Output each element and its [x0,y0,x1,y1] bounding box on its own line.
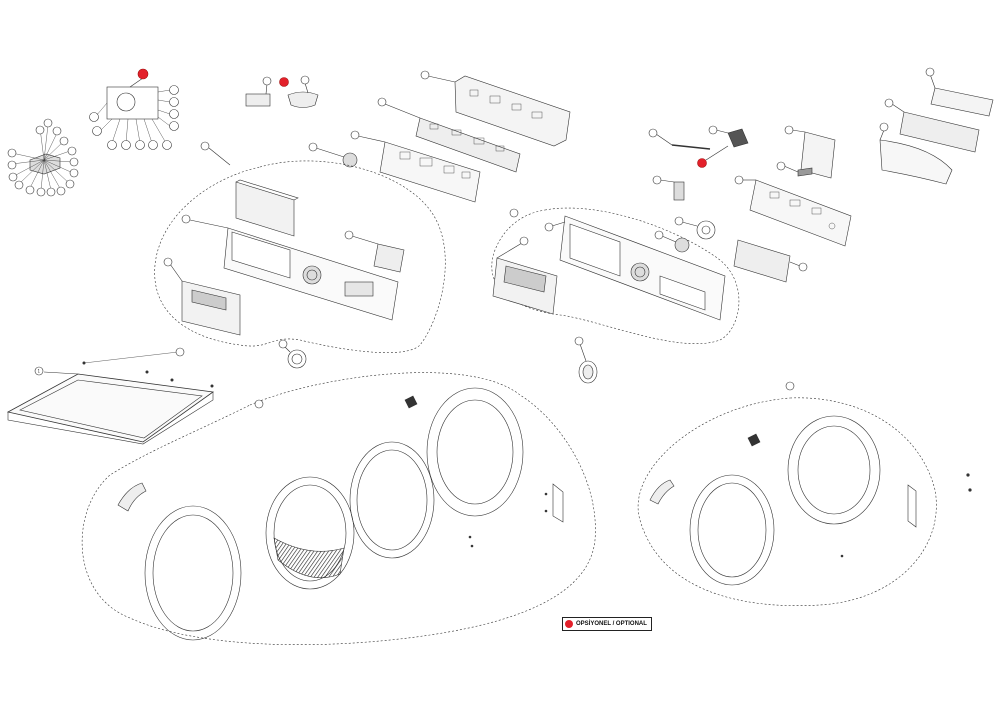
top-cover [6,347,215,445]
door-group-left [81,372,596,645]
module-box [89,68,179,150]
knob-right [574,336,598,384]
knob-left [278,339,307,369]
optional-marker-icon [565,620,573,628]
left-panel-group [154,141,446,353]
callout-label: 1 [38,369,41,374]
sensor-cluster [7,118,79,197]
optional-legend-label: OPSİYONEL / OPTIONAL [576,621,647,627]
door-group-right [637,381,972,606]
pcb-stack [308,70,571,203]
right-panel-group [491,207,740,344]
optional-parts-top [245,75,319,108]
right-upper-components [648,67,994,283]
optional-legend: OPSİYONEL / OPTIONAL [562,617,652,631]
